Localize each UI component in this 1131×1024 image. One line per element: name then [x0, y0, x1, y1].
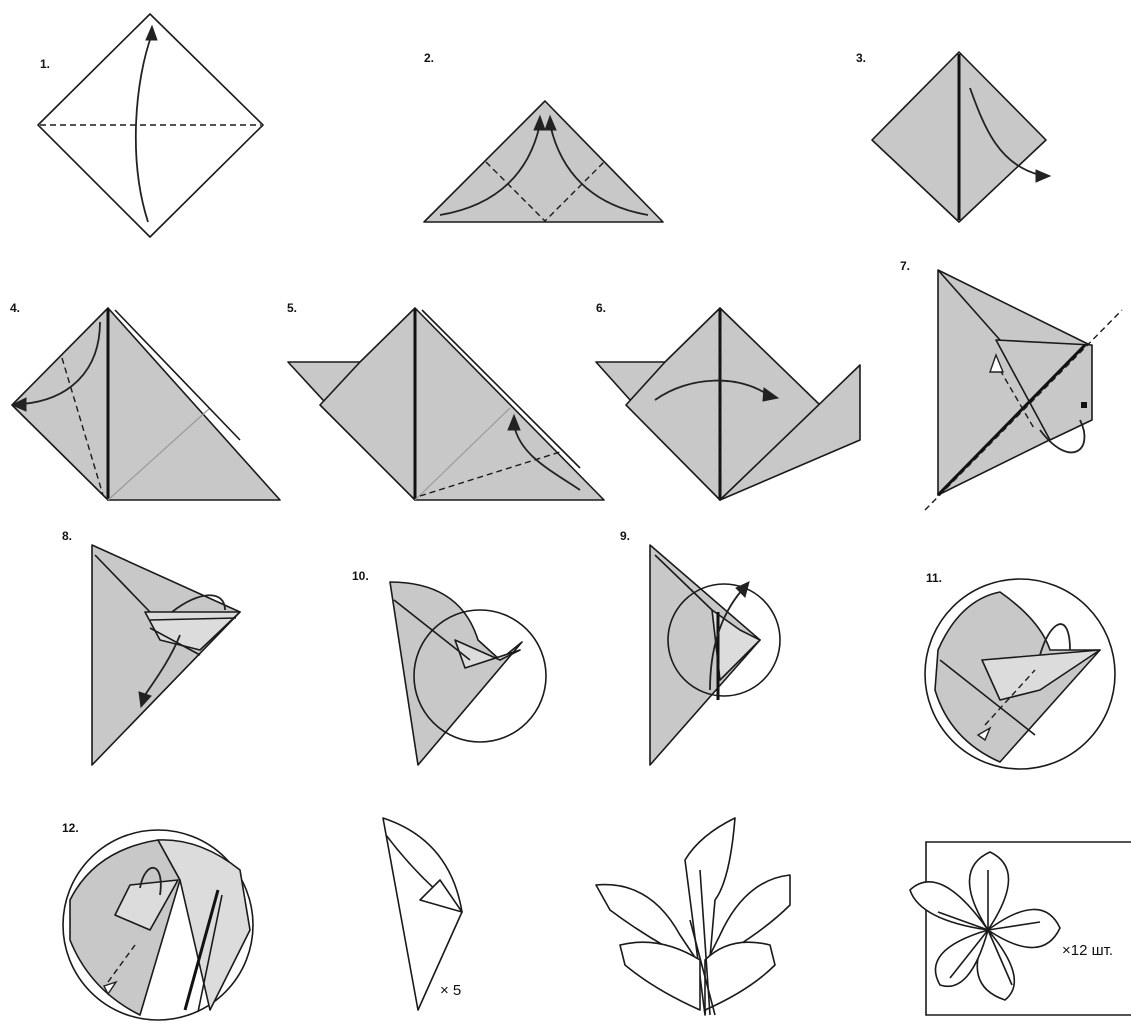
step-10-label: 10. [352, 569, 369, 583]
step-4-diagram: 4. [10, 301, 280, 500]
step-10-diagram: 10. [352, 569, 546, 765]
step-3-label: 3. [856, 51, 866, 65]
step-9-label: 9. [620, 529, 630, 543]
left-layer [320, 308, 415, 500]
step-6-label: 6. [596, 301, 606, 315]
arrow-head [1036, 170, 1050, 182]
flower-front-view [910, 852, 1060, 1000]
step-8-label: 8. [62, 529, 72, 543]
step-12-diagram: 12. [62, 821, 253, 1020]
step-7-label: 7. [900, 259, 910, 273]
step-2-diagram: 2. [424, 51, 663, 222]
main-triangle [108, 308, 280, 500]
right-lower-petal [705, 942, 775, 1010]
flower-multiplier: ×12 шт. [1062, 942, 1113, 959]
left-layer [626, 308, 720, 500]
step-6-diagram: 6. [596, 301, 860, 500]
step-1-label: 1. [40, 57, 50, 71]
petal-multiplier: × 5 [440, 982, 461, 999]
main-triangle [415, 308, 604, 500]
cone-unit [92, 545, 240, 765]
step-5-diagram: 5. [287, 301, 604, 500]
step-11-label: 11. [926, 571, 942, 585]
triangle-paper [424, 101, 663, 222]
finished-flower-panel: ×12 шт. [910, 842, 1131, 1015]
single-petal-unit: × 5 [383, 818, 462, 1010]
step-3-diagram: 3. [856, 51, 1050, 222]
step-7-diagram: 7. [900, 259, 1122, 510]
step-2-label: 2. [424, 51, 434, 65]
step-11-diagram: 11. [925, 571, 1115, 769]
step-8-diagram: 8. [62, 529, 240, 765]
step-1-diagram: 1. [38, 14, 263, 237]
step-12-label: 12. [62, 821, 79, 835]
step-5-label: 5. [287, 301, 297, 315]
step-9-diagram: 9. [620, 529, 780, 765]
assembled-flower-side [596, 818, 790, 1015]
step-4-label: 4. [10, 301, 20, 315]
reference-dot [1081, 402, 1087, 408]
